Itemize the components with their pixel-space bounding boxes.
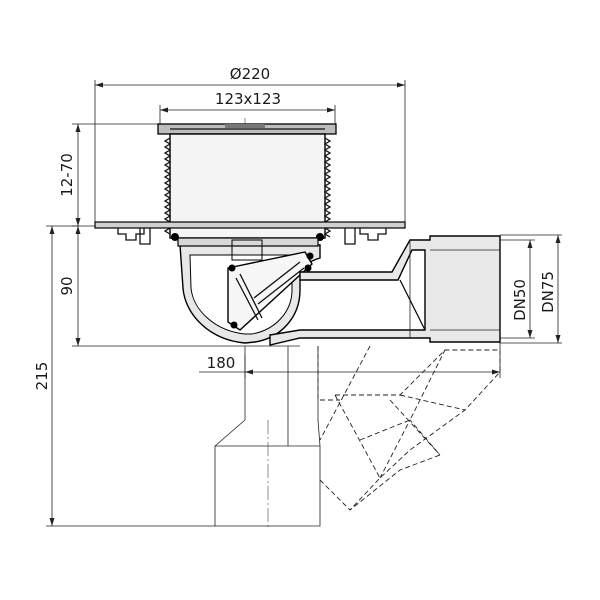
dimension-dn-outer: DN75 — [500, 234, 562, 344]
dimension-outer-diameter: Ø220 — [94, 65, 406, 228]
dn-inner-label: DN50 — [511, 279, 529, 321]
sleeve-ribs-right — [323, 137, 332, 238]
grate-size-label: 123x123 — [215, 90, 281, 108]
alternative-angled-outlet — [317, 345, 501, 511]
side-outlet-pipe — [269, 235, 501, 346]
odor-trap-flap — [227, 251, 313, 331]
dimension-grate-size: 123x123 — [159, 90, 336, 128]
dimension-height-adjust: 12-70 — [58, 123, 170, 227]
outlet-offset-label: 180 — [207, 354, 236, 372]
dn-outer-label: DN75 — [539, 271, 557, 313]
flange — [94, 221, 406, 229]
vertical-outlet-pipe — [214, 346, 321, 530]
height-adjust-label: 12-70 — [58, 153, 76, 197]
sleeve-ribs-left — [163, 137, 172, 235]
dimension-dn-inner: DN50 — [500, 239, 535, 339]
dimension-total-height: 215 — [33, 225, 215, 527]
drain-body — [94, 118, 406, 344]
upper-sleeve — [169, 133, 326, 239]
gasket-left — [171, 233, 179, 241]
body-height-label: 90 — [58, 276, 76, 295]
dimension-body-height: 90 — [58, 226, 300, 347]
total-height-label: 215 — [33, 362, 51, 391]
outer-diameter-label: Ø220 — [230, 65, 270, 83]
